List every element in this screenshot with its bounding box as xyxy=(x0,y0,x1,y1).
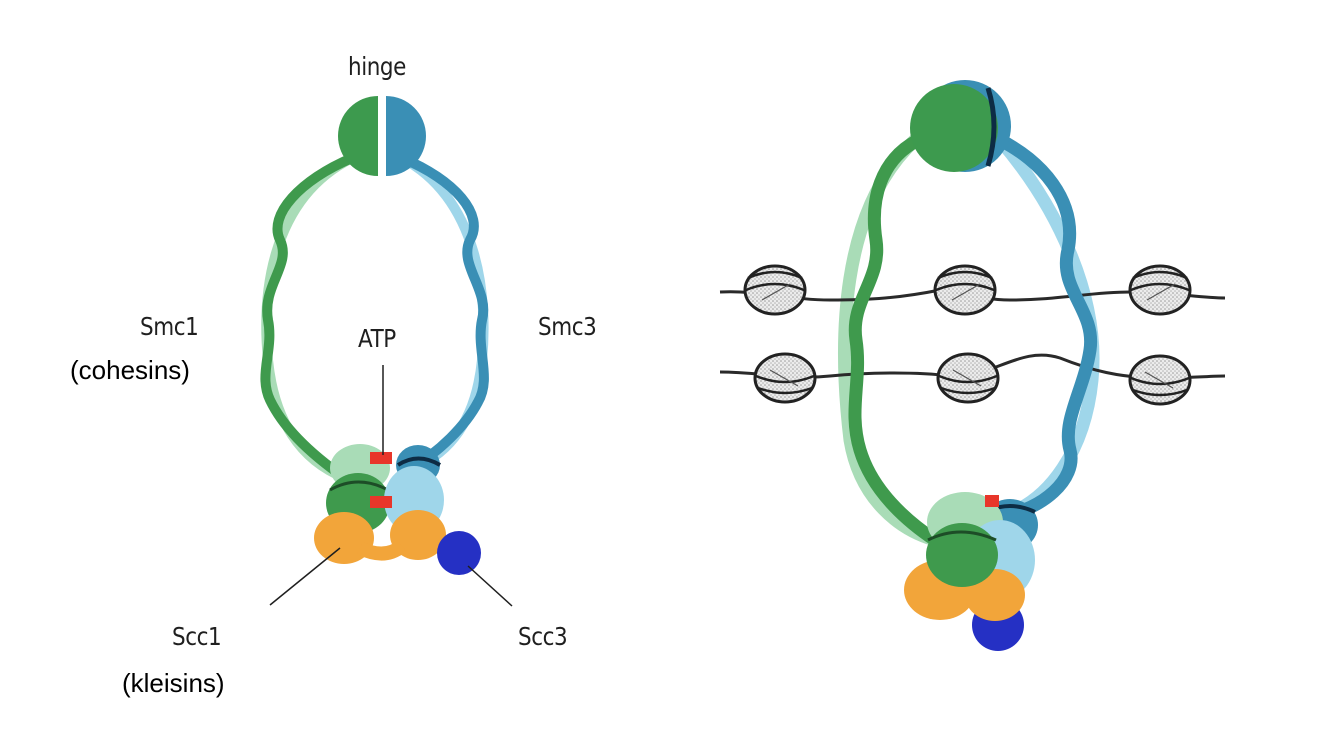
atp-binding-sites xyxy=(370,452,392,508)
smc1-coiled-coil xyxy=(260,153,357,483)
open-cohesin-ring xyxy=(260,96,513,607)
nucleosome xyxy=(743,264,807,316)
smc3-arm-closed xyxy=(993,133,1098,522)
smc1-label: Smc1 xyxy=(140,312,199,341)
scc3-subunit xyxy=(437,531,481,575)
smc3-coiled-coil xyxy=(397,153,489,475)
nucleosome xyxy=(933,264,997,316)
scc1-label: Scc1 xyxy=(172,622,222,651)
nucleosome xyxy=(936,352,1000,404)
scc1-subunit xyxy=(314,510,446,564)
scc3-label: Scc3 xyxy=(518,622,568,651)
atp-label: ATP xyxy=(358,324,396,353)
kleisins-label: (kleisins) xyxy=(122,668,225,698)
hinge-label: hinge xyxy=(348,52,406,81)
hinge-domain xyxy=(338,96,426,176)
head-complex-closed xyxy=(904,492,1038,651)
nucleosome xyxy=(753,352,817,404)
hinge-domain-closed xyxy=(910,80,1011,172)
smc1-arm-closed xyxy=(848,133,942,547)
scc1-leader-line xyxy=(269,547,341,606)
cohesins-label: (cohesins) xyxy=(70,355,190,385)
smc3-label: Smc3 xyxy=(538,312,597,341)
nucleosome xyxy=(1128,264,1192,316)
scc3-leader-line xyxy=(467,565,513,607)
closed-cohesin-ring xyxy=(719,80,1226,651)
nucleosome xyxy=(1128,354,1192,406)
